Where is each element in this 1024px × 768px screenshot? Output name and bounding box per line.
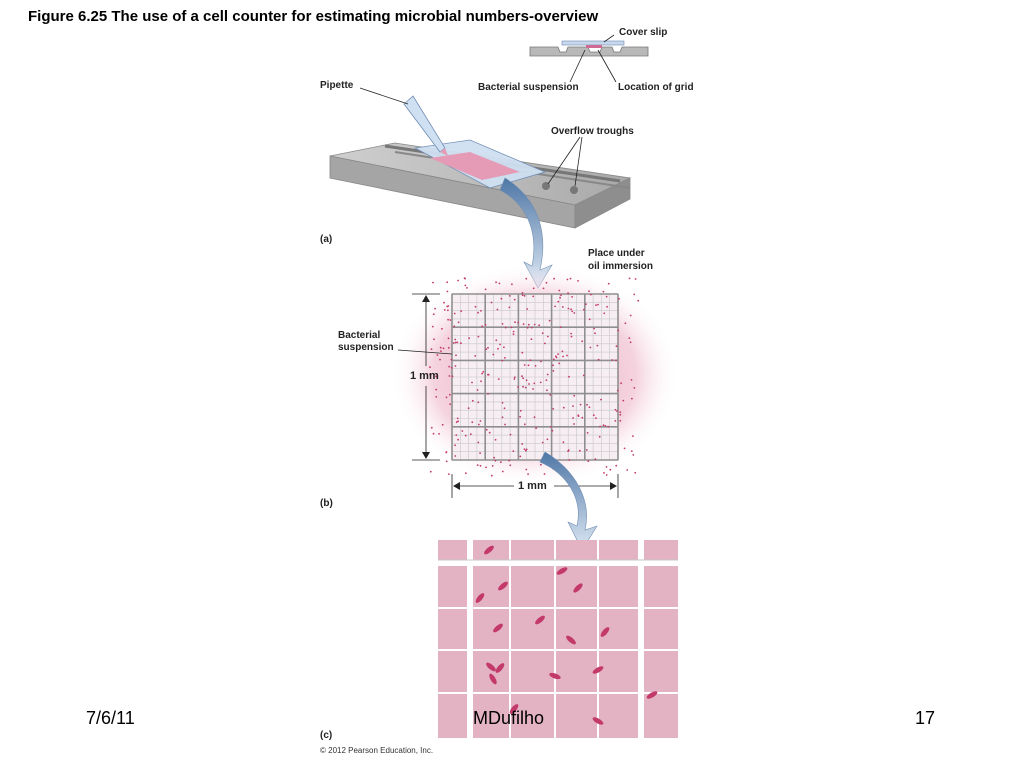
horizontal-dimension-label: 1 mm	[518, 480, 547, 492]
grid-leader	[597, 49, 617, 83]
footer-page-number: 17	[915, 708, 936, 728]
copyright-text: © 2012 Pearson Education, Inc.	[320, 746, 434, 755]
vertical-dimension-line	[412, 293, 440, 461]
place-under-label-line1: Place under	[588, 248, 645, 259]
location-of-grid-label: Location of grid	[618, 82, 694, 93]
bacterial-suspension-top-label: Bacterial suspension	[478, 82, 579, 93]
panel-a-label: (a)	[320, 234, 333, 245]
place-under-label-line2: oil immersion	[588, 261, 654, 272]
suspension-leader-b	[397, 349, 453, 355]
pipette-leader	[359, 87, 409, 105]
trough-leader-2	[574, 136, 583, 187]
counting-chamber-slide	[329, 139, 632, 229]
trough-leader-1	[547, 136, 581, 185]
vertical-dimension-label: 1 mm	[410, 370, 439, 382]
panel-c-label: (c)	[320, 730, 333, 741]
bacterial-suspension-label-line2: suspension	[338, 342, 394, 353]
horizontal-dimension-line	[451, 474, 619, 498]
footer-author: MDufilho	[473, 708, 545, 728]
page-title: Figure 6.25 The use of a cell counter fo…	[28, 8, 599, 25]
footer-date: 7/6/11	[86, 708, 135, 728]
overflow-troughs-label: Overflow troughs	[551, 126, 634, 137]
bacterial-suspension-label-line1: Bacterial	[338, 330, 381, 341]
cover-slip-leader	[603, 34, 615, 43]
panel-b-label: (b)	[320, 498, 333, 509]
pipette-label: Pipette	[320, 80, 354, 91]
cover-slip-label: Cover slip	[619, 27, 668, 38]
suspension-leader	[569, 49, 586, 83]
counting-grid	[429, 277, 640, 477]
cross-section-diagram	[529, 40, 649, 57]
pipette	[403, 95, 448, 156]
magnified-grid	[438, 540, 678, 738]
